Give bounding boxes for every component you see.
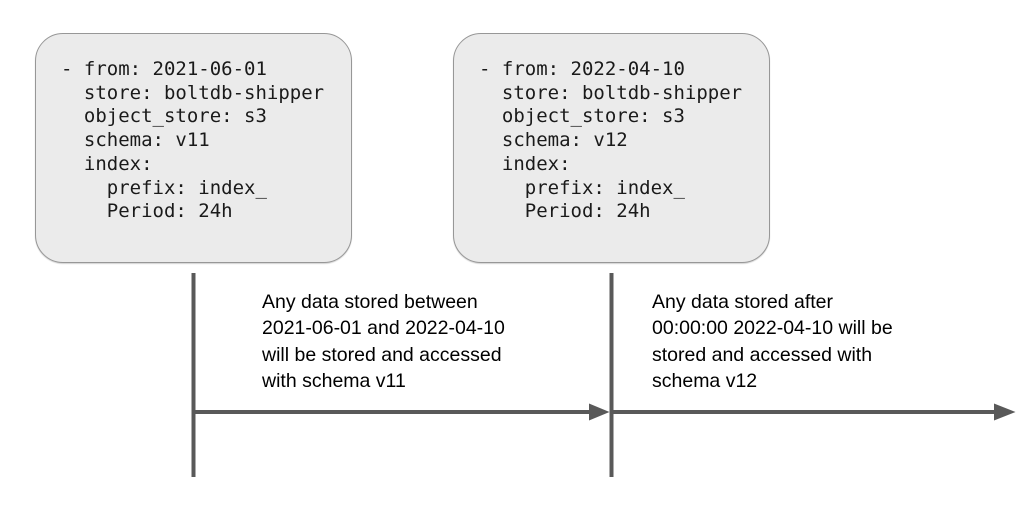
- annotation-schema-v11: Any data stored between 2021-06-01 and 2…: [262, 291, 505, 393]
- schema-v12-config-code: - from: 2022-04-10 store: boltdb-shipper…: [479, 58, 743, 223]
- arrowhead-v12-icon: [994, 403, 1016, 421]
- schema-v12-config-box: - from: 2022-04-10 store: boltdb-shipper…: [453, 33, 770, 263]
- schema-v11-config-code: - from: 2021-06-01 store: boltdb-shipper…: [61, 58, 325, 223]
- schema-v11-config-box: - from: 2021-06-01 store: boltdb-shipper…: [35, 33, 352, 263]
- annotation-schema-v12: Any data stored after 00:00:00 2022-04-1…: [652, 291, 893, 393]
- arrowhead-v11-icon: [589, 403, 610, 421]
